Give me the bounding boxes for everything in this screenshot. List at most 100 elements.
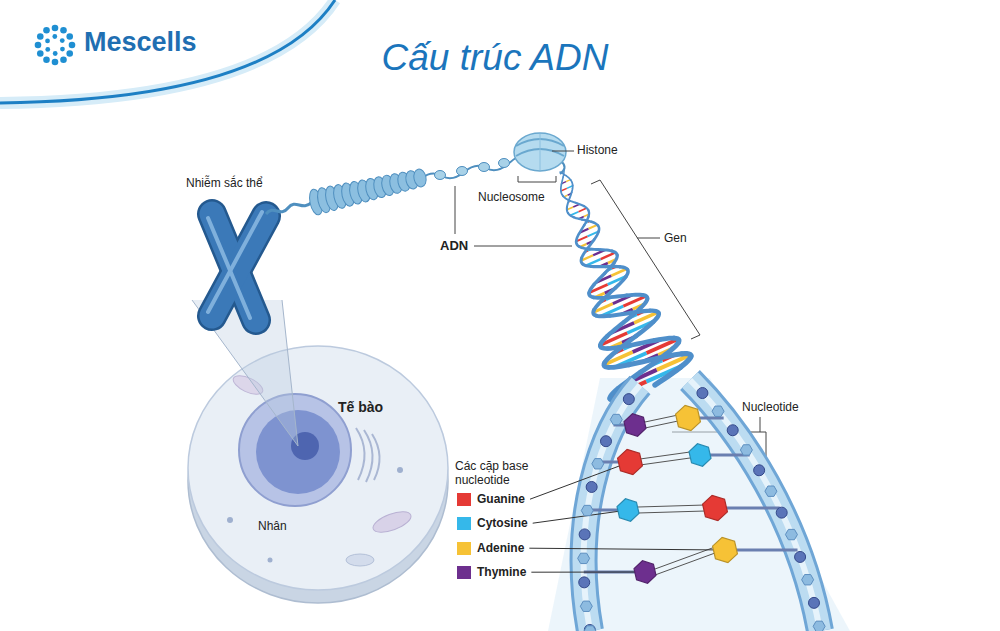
dna-helix [594, 273, 605, 284]
structure-label: Nhân [258, 519, 287, 533]
phosphate-dot [610, 414, 622, 424]
phosphate-dot [802, 575, 814, 585]
logo-icon [43, 56, 50, 63]
dna-helix [563, 196, 569, 200]
header-arc [0, 0, 335, 103]
page-title: Cấu trúc ADN [382, 36, 609, 80]
dna-helix [588, 225, 597, 229]
logo-icon [37, 33, 44, 40]
cell-disc [268, 558, 273, 563]
phosphate-dot [740, 445, 752, 455]
cell-disc [370, 508, 413, 537]
chromatin-fiber [307, 159, 509, 216]
base-pair-bond [655, 553, 715, 575]
dna-helix [641, 355, 665, 372]
chromatin-fiber [457, 167, 468, 176]
legend-leader [529, 462, 725, 572]
dna-helix [548, 170, 850, 631]
legend-text: Guanine [477, 492, 525, 506]
nucleotide-base [624, 414, 646, 436]
cell-disc [346, 554, 374, 566]
structure-label: ADN [440, 238, 468, 254]
chromatin-fiber [412, 168, 427, 188]
phosphate-dot [578, 388, 825, 631]
phosphate-dot [754, 465, 765, 476]
logo-icon [52, 59, 59, 66]
dna-helix [609, 365, 629, 368]
nucleotide-base [676, 405, 701, 430]
logo-icon [53, 51, 58, 56]
base-pair-bond [640, 452, 690, 459]
dna-helix [569, 192, 572, 200]
cell-disc [397, 467, 403, 473]
phosphate-dot [727, 425, 738, 436]
cell-disc [188, 346, 448, 590]
chromosome [212, 216, 266, 316]
dna-helix [616, 277, 626, 288]
phosphate-dot [813, 621, 825, 631]
logo-icon [35, 25, 76, 66]
dna-helix [611, 269, 627, 276]
phosphate-dot [600, 436, 611, 447]
nucleotide-base [617, 405, 737, 583]
cell-disc [356, 428, 365, 480]
leader-line [518, 176, 556, 182]
logo-icon [66, 33, 73, 40]
structure-label: Nucleosome [478, 190, 545, 204]
base-pair-bond [584, 415, 798, 575]
chromatin-fiber [435, 171, 446, 180]
dna-helix [579, 225, 584, 234]
phosphate-dot [578, 553, 590, 563]
logo-icon [66, 50, 73, 57]
cell-disc [364, 430, 373, 482]
dna-helix [636, 322, 653, 336]
base-pair-bond [645, 421, 678, 428]
legend-text: Adenine [477, 541, 524, 555]
logo-icon [60, 56, 67, 63]
dna-helix [579, 208, 587, 212]
nucleosome [514, 133, 566, 171]
legend-leader [529, 548, 725, 550]
dna-helix [607, 322, 623, 336]
nucleotide-base [617, 499, 639, 521]
dna-helix [582, 249, 587, 258]
leader-line [552, 151, 574, 152]
chromatin-fiber [499, 159, 510, 168]
phosphate-dot [586, 481, 597, 492]
chromosome [208, 212, 262, 312]
dna-helix [601, 252, 616, 259]
dna-helix [624, 309, 640, 323]
nucleotide-base [703, 495, 728, 520]
dna-helix [584, 217, 588, 225]
dna-zoom [529, 380, 825, 631]
structure-label: Histone [577, 143, 618, 157]
base-pair-bond [645, 415, 678, 422]
nucleosome [514, 133, 566, 171]
logo-icon [69, 42, 76, 49]
legend-swatch [457, 542, 471, 555]
dna-helix [605, 351, 617, 363]
phosphate-dot [765, 486, 777, 496]
dna-helix [655, 367, 680, 385]
dna-helix [665, 343, 678, 355]
dna-helix [576, 203, 584, 206]
nucleotide-base [689, 444, 711, 466]
cell-disc [372, 434, 380, 480]
cell-nucleus [239, 394, 351, 506]
legend-swatch [457, 566, 471, 579]
dna-helix [562, 170, 564, 177]
logo-icon [37, 50, 44, 57]
dna-helix [594, 300, 603, 310]
logo-icon [60, 47, 65, 52]
dna-helix [570, 212, 578, 216]
phosphate-dot [795, 551, 806, 562]
phosphate-dot [623, 394, 634, 405]
dna-helix [629, 340, 655, 345]
nucleotide-base [634, 561, 656, 583]
phosphate-dot [579, 529, 590, 540]
logo-icon [60, 27, 67, 34]
dna-helix [548, 378, 850, 631]
dna-helix [566, 176, 571, 180]
